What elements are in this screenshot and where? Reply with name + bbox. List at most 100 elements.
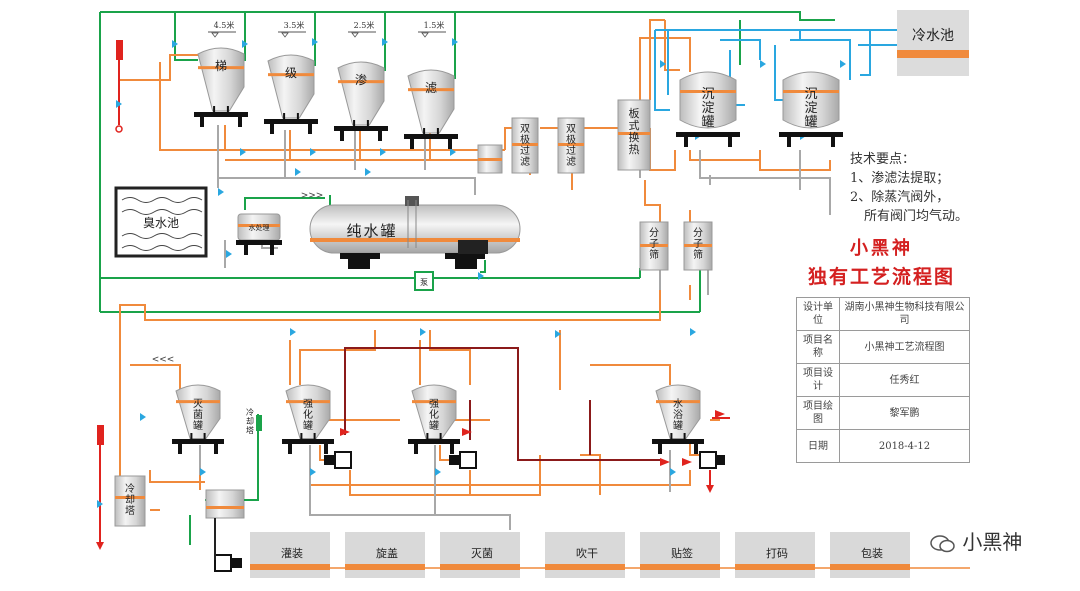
percolation-tank: 滤1.5米: [404, 20, 458, 149]
pump: [414, 271, 434, 291]
production-step: 灌装: [250, 532, 330, 578]
level-marker: [351, 32, 359, 38]
brand-name: 小黑神: [850, 238, 913, 259]
water-treatment: [236, 213, 282, 255]
settling-tank: 沉淀罐: [676, 71, 740, 147]
svg-text:双: 双: [520, 123, 530, 135]
svg-text:化: 化: [429, 408, 439, 421]
cold-pool-label: 冷水池: [912, 28, 954, 44]
svg-text:罐: 罐: [193, 419, 203, 432]
technical-notes: 技术要点： 1、渗滤法提取； 2、除蒸汽阀外， 所有阀门均气动。: [850, 150, 968, 226]
water-bath-tank: 水浴罐: [652, 384, 704, 454]
pure-tank-label: 纯水罐: [346, 222, 397, 240]
svg-text:菌: 菌: [193, 409, 203, 421]
production-step-label: 打码: [766, 546, 788, 560]
pure-water-tank: [309, 196, 521, 269]
svg-text:化: 化: [303, 408, 313, 421]
percolation-tank: 级 3.5米: [264, 20, 318, 134]
production-step-label: 旋盖: [376, 546, 398, 560]
percolation-tank: 渗2.5米: [334, 20, 388, 141]
info-key: 日期: [796, 429, 840, 463]
level-label: 4.5米: [214, 20, 235, 30]
cooling-towers: [114, 430, 259, 560]
svg-text:罐: 罐: [303, 419, 313, 432]
info-value: 黎军鹏: [839, 396, 970, 430]
svg-text:极: 极: [520, 133, 530, 146]
svg-text:灭: 灭: [193, 398, 203, 410]
svg-text:罐: 罐: [429, 419, 439, 432]
settling-tank-label: 沉淀罐: [701, 87, 714, 130]
level-marker: [421, 32, 429, 38]
notes-item-1: 1、渗滤法提取；: [850, 171, 950, 186]
settling-tanks: 沉淀罐 沉淀罐: [676, 71, 843, 147]
production-step: 打码: [735, 532, 815, 578]
strengthen-tank-label: 强化罐: [303, 398, 313, 432]
level-label: 3.5米: [284, 20, 305, 30]
red-valves: [340, 410, 725, 466]
level-marker: [211, 32, 219, 38]
svg-text:罐: 罐: [673, 419, 683, 432]
settling-tank-label: 沉淀罐: [804, 87, 817, 130]
info-table: 设计单位 湖南小黑神生物科技有限公司 项目名称 小黑神工艺流程图 项目设计 任秀…: [796, 297, 970, 463]
flow-mark: <<<: [152, 355, 175, 365]
info-row: 项目名称 小黑神工艺流程图: [796, 330, 970, 364]
info-row: 设计单位 湖南小黑神生物科技有限公司: [796, 297, 970, 331]
svg-text:过: 过: [520, 144, 530, 157]
wechat-icon: [930, 534, 955, 552]
tank-label: 级: [285, 66, 297, 80]
sterilize-tank-label: 灭菌罐: [193, 398, 203, 432]
svg-text:子: 子: [649, 238, 659, 250]
svg-text:强: 强: [429, 398, 439, 410]
info-value: 小黑神工艺流程图: [839, 330, 970, 364]
svg-text:滤: 滤: [566, 155, 576, 168]
info-row: 项目设计 任秀红: [796, 363, 970, 397]
percolation-tank: 梯 4.5米: [194, 20, 248, 127]
equipment: [477, 99, 713, 271]
svg-text:热: 热: [629, 143, 640, 156]
tank-label: 滤: [425, 81, 437, 95]
svg-text:双: 双: [566, 123, 576, 135]
svg-text:式: 式: [629, 119, 640, 132]
svg-text:塔: 塔: [246, 425, 254, 435]
svg-text:筛: 筛: [649, 248, 659, 261]
smell-pool: [114, 186, 208, 258]
molecular-sieve-label: 分子筛: [693, 227, 703, 261]
svg-text:换: 换: [629, 130, 640, 144]
info-row: 项目绘图 黎军鹏: [796, 396, 970, 430]
maroon-pipes: [344, 347, 660, 461]
info-key: 项目绘图: [796, 396, 840, 430]
svg-text:冷: 冷: [246, 407, 254, 417]
svg-text:极: 极: [566, 133, 576, 146]
green-pipes: [99, 11, 835, 545]
gray-pipes: [199, 125, 831, 530]
orange-pipes: [119, 19, 970, 569]
notes-item-3: 所有阀门均气动。: [864, 209, 969, 224]
svg-text:冷: 冷: [125, 482, 135, 495]
production-step-label: 贴签: [671, 546, 693, 560]
cooling-tower-label: 冷却塔: [125, 482, 135, 517]
svg-text:却: 却: [125, 494, 135, 506]
svg-text:罐: 罐: [701, 115, 714, 130]
flow-mark: >>>: [301, 191, 324, 201]
production-line: 灌装旋盖灭菌吹干贴签打码包装: [250, 532, 910, 578]
tank-label: 梯: [215, 59, 227, 73]
info-value: 湖南小黑神生物科技有限公司: [839, 297, 970, 331]
svg-text:沉: 沉: [701, 87, 714, 102]
svg-text:塔: 塔: [125, 504, 135, 517]
molecular-sieve-label: 分子筛: [649, 227, 659, 261]
settling-tank: 沉淀罐: [779, 71, 843, 147]
sterilize-tank: 灭菌罐: [172, 384, 224, 454]
level-label: 2.5米: [354, 20, 375, 30]
svg-text:筛: 筛: [693, 248, 703, 261]
pump-label: 泵: [420, 278, 428, 287]
svg-text:浴: 浴: [673, 409, 683, 421]
svg-text:分: 分: [693, 227, 703, 239]
svg-text:强: 强: [303, 398, 313, 410]
notes-item-2: 2、除蒸汽阀外，: [850, 190, 950, 205]
production-step: 灭菌: [440, 532, 520, 578]
